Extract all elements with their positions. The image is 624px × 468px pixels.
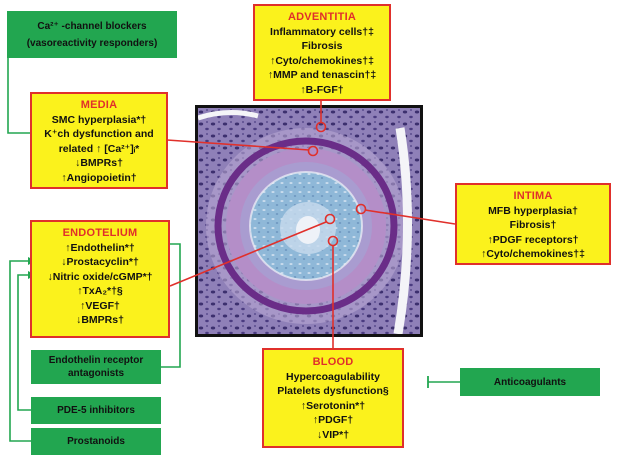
blood-line-2: Platelets dysfunction§ (277, 385, 389, 397)
ca-blockers-connector (7, 36, 36, 134)
endotelium-connector (169, 221, 327, 287)
anticoagulants-box: Anticoagulants (460, 368, 600, 396)
media-heading: MEDIA (80, 99, 118, 111)
pde5-inhibitors-box: PDE-5 inhibitors (31, 397, 161, 424)
intima-marker (355, 203, 367, 215)
intima-box: INTIMA MFB hyperplasia† Fibrosis† ↑PDGF … (455, 183, 611, 265)
intima-connector (364, 209, 456, 225)
adventitia-marker (315, 121, 327, 133)
media-line-1: SMC hyperplasia*† (51, 113, 147, 126)
vessel-cross-section-image (198, 108, 420, 334)
adventitia-line-4: ↑MMP and tenascin†‡ (267, 69, 377, 81)
intima-heading: INTIMA (513, 190, 553, 202)
endothelin-antagonists-line-1: Endothelin receptor (48, 355, 144, 366)
media-line-3: related ↑ [Ca²⁺]ᵢ* (58, 142, 140, 155)
blood-line-5: ↓VIP*† (316, 428, 350, 441)
adventitia-line-1: Inflammatory cells†‡ (270, 25, 374, 38)
media-connector (166, 139, 310, 151)
pde5-label: PDE-5 inhibitors (57, 405, 135, 416)
endotelium-box: ENDOTELIUM ↑Endothelin*† ↓Prostacyclin*†… (30, 220, 170, 338)
blood-box: BLOOD Hypercoagulability Platelets dysfu… (262, 348, 404, 448)
blood-line-4: ↑PDGF† (312, 414, 354, 426)
adventitia-line-3: ↑Cyto/chemokines†‡ (270, 54, 374, 67)
adventitia-box: ADVENTITIA Inflammatory cells†‡ Fibrosis… (253, 4, 391, 101)
blood-heading: BLOOD (312, 356, 354, 368)
adventitia-line-2: Fibrosis (301, 40, 343, 52)
blood-line-1: Hypercoagulability (286, 370, 380, 383)
endotelium-marker (324, 213, 336, 225)
ca-channel-blockers-box: Ca²⁺ -channel blockers (vasoreactivity r… (7, 11, 177, 58)
intima-line-4: ↑Cyto/chemokines†‡ (481, 248, 585, 260)
prostanoids-connector (9, 260, 31, 442)
endotelium-heading: ENDOTELIUM (62, 227, 138, 239)
endotelium-line-3: ↓Nitric oxide/cGMP*† (47, 270, 153, 283)
media-box: MEDIA SMC hyperplasia*† K⁺ch dysfunction… (30, 92, 168, 189)
media-line-5: ↑Angiopoietin† (61, 171, 137, 184)
endotelium-line-2: ↓Prostacyclin*† (61, 256, 139, 268)
media-marker (307, 145, 319, 157)
intima-line-3: ↑PDGF receptors† (487, 233, 579, 246)
blood-marker (327, 235, 339, 247)
prostanoids-box: Prostanoids (31, 428, 161, 455)
pde5-connector (17, 274, 31, 411)
media-line-2: K⁺ch dysfunction and (44, 128, 154, 140)
anticoagulants-label: Anticoagulants (493, 376, 567, 388)
endothelin-antagonists-line-2: antagonists (67, 368, 125, 379)
ca-blockers-line-2: (vasoreactivity responders) (26, 37, 158, 49)
endotelium-line-5: ↑VEGF† (80, 299, 120, 312)
intima-line-2: Fibrosis† (509, 219, 557, 231)
ca-blockers-line-1: Ca²⁺ -channel blockers (37, 20, 147, 32)
vessel-micrograph (195, 105, 423, 337)
endotelium-line-1: ↑Endothelin*† (65, 241, 135, 254)
endotelium-line-4: ↑TxA₂*†§ (77, 285, 123, 297)
adventitia-line-5: ↑B-FGF† (300, 83, 344, 96)
intima-line-1: MFB hyperplasia† (488, 204, 578, 217)
blood-line-3: ↑Serotonin*† (300, 399, 366, 412)
adventitia-heading: ADVENTITIA (288, 11, 356, 23)
endotelium-line-6: ↓BMPRs† (76, 314, 124, 326)
media-line-4: ↓BMPRs† (75, 157, 123, 169)
endothelin-antagonists-box: Endothelin receptor antagonists (31, 350, 161, 384)
prostanoids-label: Prostanoids (67, 436, 125, 447)
